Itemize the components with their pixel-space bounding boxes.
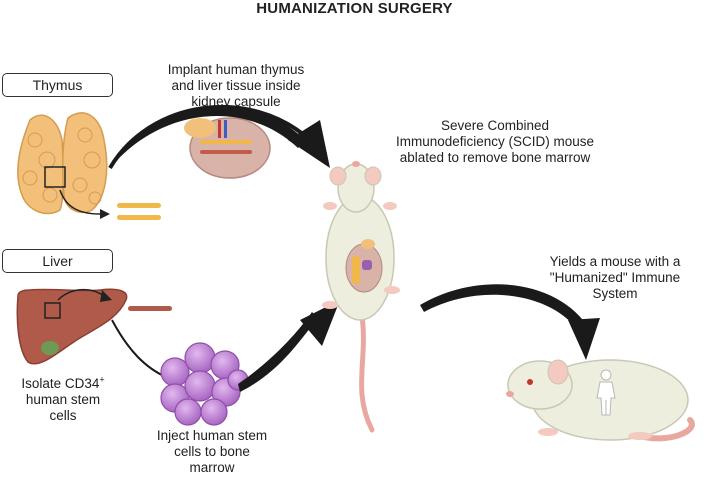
thymus-illustration: [17, 112, 161, 220]
humanized-mouse-illustration: [506, 359, 695, 442]
thymus-label: Thymus: [2, 73, 113, 97]
liver-label: Liver: [2, 249, 113, 273]
implant-caption: Implant human thymus and liver tissue in…: [167, 62, 305, 109]
diagram-title: HUMANIZATION SURGERY: [256, 0, 453, 17]
isolate-caption: Isolate CD34+ human stem cells: [21, 374, 105, 423]
stem-cells-illustration: [160, 342, 249, 426]
kidney-capsule-illustration: [184, 117, 271, 179]
liver-illustration: [16, 288, 172, 365]
yield-caption: Yields a mouse with a "Humanized" Immune…: [549, 254, 681, 301]
inject-caption: Inject human stem cells to bone marrow: [156, 428, 268, 475]
scid-mouse-illustration: [322, 161, 400, 433]
scid-caption: Severe Combined Immunodeficiency (SCID) …: [395, 118, 595, 165]
